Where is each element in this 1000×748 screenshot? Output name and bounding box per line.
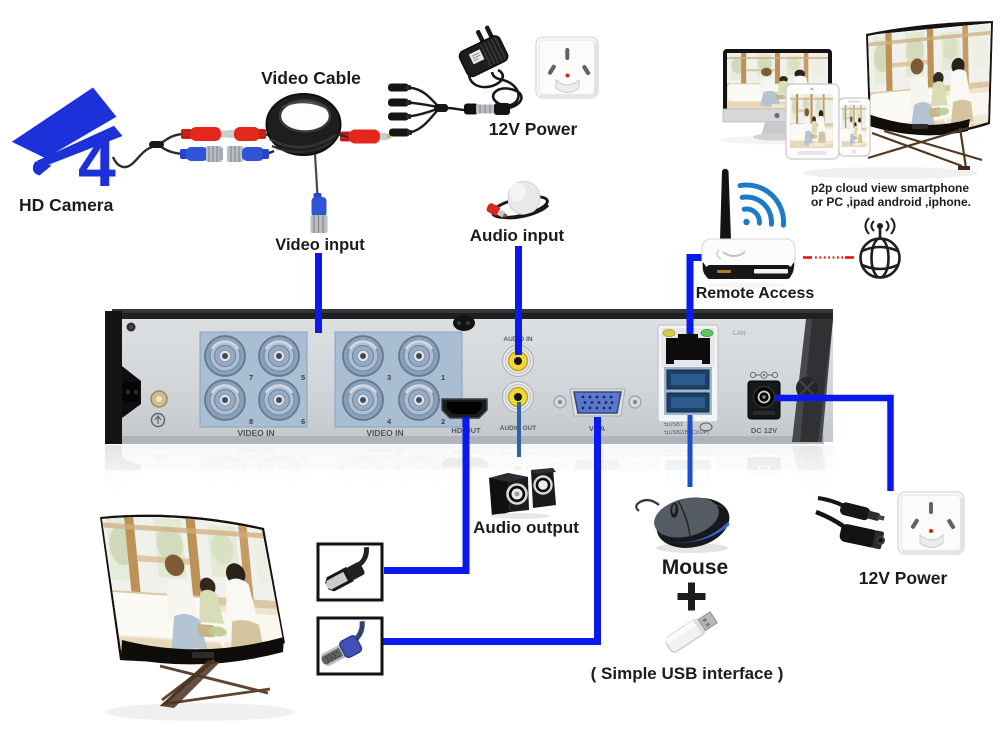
svg-text:12V Power: 12V Power <box>859 568 948 588</box>
svg-text:4: 4 <box>387 417 392 426</box>
svg-text:2: 2 <box>441 417 445 426</box>
svg-text:5: 5 <box>301 373 305 382</box>
svg-text:⇆USB2(BACKUP): ⇆USB2(BACKUP) <box>664 429 709 436</box>
svg-text:VIDEO IN: VIDEO IN <box>237 428 274 438</box>
svg-text:12V Power: 12V Power <box>489 119 578 139</box>
svg-text:Mouse: Mouse <box>662 556 729 579</box>
svg-text:( Simple USB interface ): ( Simple USB interface ) <box>591 664 784 683</box>
svg-text:DC 12V: DC 12V <box>751 426 777 435</box>
svg-text:Remote Access: Remote Access <box>696 285 815 302</box>
svg-text:LAN: LAN <box>733 330 746 337</box>
svg-text:Audio output: Audio output <box>473 518 579 537</box>
svg-text:VIDEO IN: VIDEO IN <box>366 428 403 438</box>
svg-text:8: 8 <box>249 417 253 426</box>
svg-text:or PC ,ipad android ,iphone.: or PC ,ipad android ,iphone. <box>811 195 971 209</box>
svg-text:HD Camera: HD Camera <box>19 195 114 215</box>
svg-text:Video input: Video input <box>275 236 365 254</box>
svg-text:4: 4 <box>78 125 116 201</box>
svg-text:6: 6 <box>301 417 305 426</box>
svg-text:7: 7 <box>249 373 253 382</box>
svg-text:Audio input: Audio input <box>470 226 565 245</box>
svg-text:p2p cloud view smartphone: p2p cloud view smartphone <box>811 181 969 195</box>
svg-text:1: 1 <box>441 373 445 382</box>
svg-text:3: 3 <box>387 373 391 382</box>
svg-text:⇆USB1: ⇆USB1 <box>664 421 683 428</box>
svg-text:Video Cable: Video Cable <box>261 68 361 88</box>
